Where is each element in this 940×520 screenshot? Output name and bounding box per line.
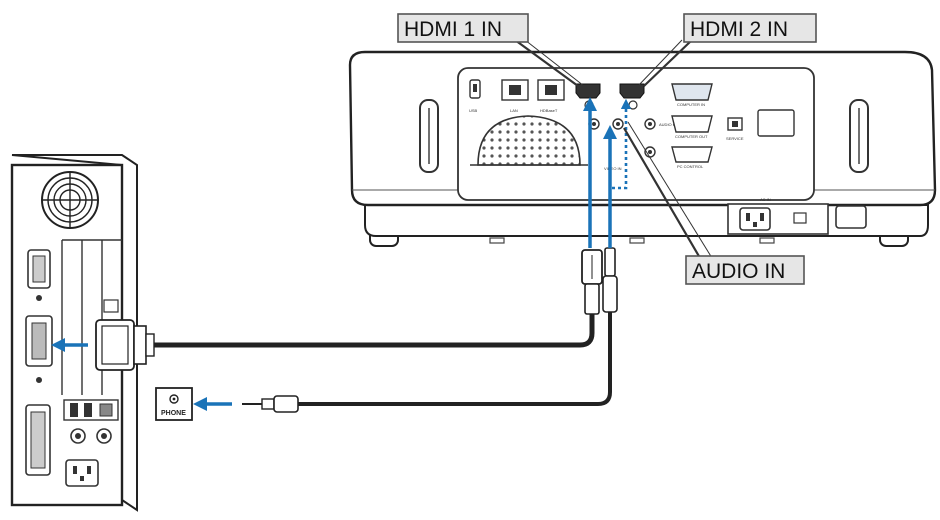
service-port-icon: SERVICE [726,117,744,141]
phone-plug-icon [242,395,299,413]
hdmi-plug-icon [581,249,603,315]
svg-text:USB: USB [469,108,478,113]
svg-text:COMPUTER IN: COMPUTER IN [677,102,705,107]
hdbaset-port-icon: HDBaseT [537,79,565,113]
hdmi1-label: HDMI 1 IN [404,18,502,41]
arrow-dotted-to-hdmi2 [612,98,632,190]
hdmi2-label: HDMI 2 IN [690,18,788,41]
audio-plug-icon [602,247,618,313]
svg-text:COMPUTER OUT: COMPUTER OUT [675,134,708,139]
pc-dvi-port-icon [25,315,53,367]
usb-port-icon: USB [469,79,481,113]
dvi-connector-icon [95,319,155,371]
pc-vga-port-icon [27,249,51,289]
pc-tower [10,154,138,512]
audio-in-label: AUDIO IN [692,260,785,283]
phone-label: PHONE [161,410,186,417]
callout-hdmi2: HDMI 2 IN [637,13,817,87]
computer-in-port-icon: COMPUTER IN [671,83,713,107]
pc-usb-ports-icon [63,399,119,421]
callout-audio-in: AUDIO IN [623,121,805,285]
pc-power-inlet-icon [65,459,99,487]
svg-text:AUDIO OUT: AUDIO OUT [659,122,682,127]
fan-icon [41,171,99,229]
pc-parallel-port-icon [25,404,51,476]
svg-text:HDBaseT: HDBaseT [540,108,558,113]
pc-ps2-ports-icon [70,428,112,444]
pc-control-port-icon: PC CONTROL [671,146,713,169]
svg-text:AC IN: AC IN [760,197,771,202]
connection-arrows [51,97,632,411]
callout-hdmi1: HDMI 1 IN [397,13,585,87]
svg-text:SERVICE: SERVICE [726,136,744,141]
phone-jack: PHONE [155,387,193,421]
projector: USB LAN HDBaseT [348,50,937,247]
svg-text:PC CONTROL: PC CONTROL [677,164,704,169]
hdmi-cable [150,312,595,348]
svg-text:VIDEO IN: VIDEO IN [604,166,622,171]
power-inlet-icon: AC IN [727,197,867,235]
computer-out-port-icon: COMPUTER OUT [671,115,713,139]
svg-text:LAN: LAN [510,108,518,113]
audio-cable [298,312,612,406]
lan-port-icon: LAN [501,79,529,113]
